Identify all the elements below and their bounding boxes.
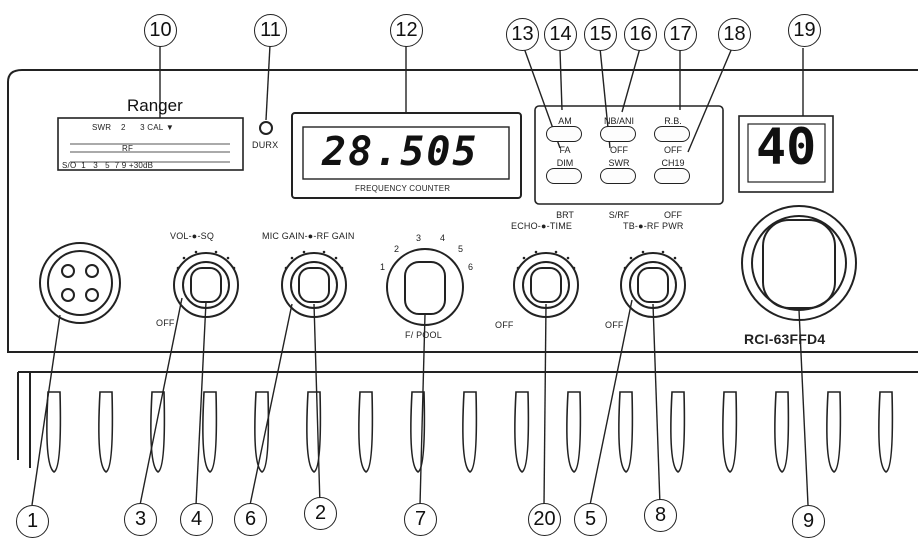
leader-7 (419, 313, 426, 506)
callout-3: 3 (124, 503, 157, 536)
channel-readout: 40 (756, 118, 817, 176)
leader-9 (798, 309, 809, 506)
frequency-counter-caption: FREQUENCY COUNTER (355, 184, 451, 193)
switch-rb-off-label: OFF (664, 145, 682, 155)
callout-20: 20 (528, 503, 561, 536)
switch-srf-label: S/RF (608, 210, 630, 220)
band-number-2: 2 (394, 244, 400, 254)
callout-17: 17 (664, 18, 697, 51)
callout-19: 19 (788, 14, 821, 47)
band-number-6: 6 (468, 262, 474, 272)
meter-scale-bottom: S/O 1 3 5 7 9 +30dB (62, 161, 154, 170)
microphone-connector (39, 242, 121, 324)
leader-14 (559, 49, 563, 111)
brand-logo: Ranger (127, 96, 183, 115)
meter-scale-mid: RF (122, 144, 134, 153)
vol-sq-label: VOL-●-SQ (170, 231, 215, 241)
leader-4 (195, 301, 207, 506)
callout-1: 1 (16, 505, 49, 538)
swr-srf-switch[interactable] (600, 168, 636, 184)
durx-label: DURX (252, 140, 279, 150)
callout-18: 18 (718, 18, 751, 51)
callout-13: 13 (506, 18, 539, 51)
callout-12: 12 (390, 14, 423, 47)
ch19-switch[interactable] (654, 168, 690, 184)
nb-ani-switch[interactable] (600, 126, 636, 142)
frequency-readout: 28.505 (322, 129, 479, 175)
switch-nbani-off-label: OFF (610, 145, 628, 155)
tb-off-label: OFF (605, 320, 624, 330)
leader-11 (265, 44, 271, 121)
vol-off-label: OFF (156, 318, 175, 328)
switch-bank-bezel (534, 105, 724, 205)
band-number-3: 3 (416, 233, 422, 243)
callout-6: 6 (234, 503, 267, 536)
leader-3 (139, 297, 183, 506)
switch-rb-label: R.B. (664, 116, 682, 126)
leader-16 (621, 47, 641, 113)
leader-6 (249, 303, 293, 506)
dim-brt-switch[interactable] (546, 168, 582, 184)
callout-15: 15 (584, 18, 617, 51)
roger-beep-switch[interactable] (654, 126, 690, 142)
band-number-5: 5 (458, 244, 464, 254)
durx-indicator-led (259, 121, 273, 135)
callout-14: 14 (544, 18, 577, 51)
heat-sink (17, 371, 918, 468)
callout-9: 9 (792, 505, 825, 538)
heat-sink-fins (46, 391, 894, 473)
leader-8 (652, 303, 661, 506)
front-panel-outline (7, 69, 918, 120)
am-fm-switch[interactable] (546, 126, 582, 142)
band-selector-knob (386, 248, 464, 326)
callout-8: 8 (644, 499, 677, 532)
band-selector-label: F/ POOL (405, 330, 442, 340)
callout-16: 16 (624, 18, 657, 51)
switch-am-label: AM (558, 116, 572, 126)
switch-swr-label: SWR (608, 158, 630, 168)
echo-off-label: OFF (495, 320, 514, 330)
callout-11: 11 (254, 14, 287, 47)
callout-10: 10 (144, 14, 177, 47)
leader-5 (589, 299, 633, 506)
switch-fa-label: FA (559, 145, 571, 155)
tb-rf-pwr-label: TB-●-RF PWR (623, 221, 684, 231)
callout-2: 2 (304, 497, 337, 530)
callout-5: 5 (574, 503, 607, 536)
meter-scale-top: SWR 2 3 CAL ▼ (92, 123, 174, 132)
switch-dim-label: DIM (556, 158, 574, 168)
callout-7: 7 (404, 503, 437, 536)
leader-1 (31, 314, 61, 506)
switch-ch19-label: CH19 (661, 158, 685, 168)
leader-18 (687, 47, 733, 153)
switch-ch19-off-label: OFF (664, 210, 682, 220)
switch-brt-label: BRT (556, 210, 574, 220)
callout-4: 4 (180, 503, 213, 536)
leader-20 (543, 303, 547, 506)
panel-bottom-edge (7, 120, 918, 353)
mic-rf-gain-label: MIC GAIN-●-RF GAIN (262, 231, 355, 241)
signal-meter-window (57, 117, 244, 171)
channel-selector-knob (741, 205, 857, 321)
channel-display-window (738, 115, 834, 193)
callout-leader-lines (31, 44, 809, 506)
leader-2 (313, 303, 321, 506)
switch-nbani-label: NB/ANI (603, 116, 634, 126)
band-number-1: 1 (380, 262, 386, 272)
model-label: RCI-63FFD4 (744, 331, 826, 347)
band-number-4: 4 (440, 233, 446, 243)
echo-time-label: ECHO-●-TIME (511, 221, 573, 231)
